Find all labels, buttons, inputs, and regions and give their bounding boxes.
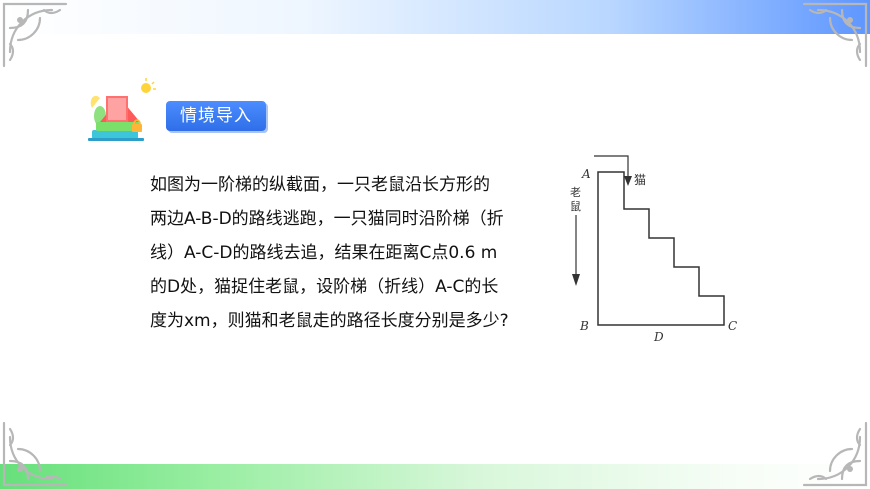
rectangle-outline <box>597 171 725 326</box>
problem-line-2: 两边A-B-D的路线逃跑，一只猫同时沿阶梯（折 <box>150 209 504 229</box>
staircase-figure: A B C D 猫 老 鼠 <box>570 155 737 344</box>
ornament-corner-icon <box>2 421 68 487</box>
ornament-corner-icon <box>802 421 868 487</box>
cat-label: 猫 <box>634 173 646 187</box>
point-b-label: B <box>579 319 589 333</box>
point-c-label: C <box>728 319 737 333</box>
point-d-label: D <box>653 330 664 344</box>
problem-line-3: 线）A-C-D的路线去追，结果在距离C点0.6 m <box>150 243 498 263</box>
bottom-banner <box>0 464 870 489</box>
problem-line-1: 如图为一阶梯的纵截面，一只老鼠沿长方形的 <box>150 175 490 195</box>
books-stack-icon <box>88 78 156 141</box>
problem-line-5: 度为xm，则猫和老鼠走的路径长度分别是多少? <box>150 311 509 331</box>
mouse-label-2: 鼠 <box>570 199 581 213</box>
mouse-label-1: 老 <box>570 186 581 199</box>
problem-text: 如图为一阶梯的纵截面，一只老鼠沿长方形的 两边A-B-D的路线逃跑，一只猫同时沿… <box>150 168 555 338</box>
cat-path-arrow <box>594 155 629 180</box>
ornament-corner-icon <box>2 2 68 68</box>
problem-line-4: 的D处，猫捉住老鼠，设阶梯（折线）A-C的长 <box>150 277 499 297</box>
section-badge: 情境导入 <box>166 101 266 131</box>
top-banner <box>0 0 870 34</box>
point-a-label: A <box>581 167 591 181</box>
ornament-corner-icon <box>802 2 868 68</box>
